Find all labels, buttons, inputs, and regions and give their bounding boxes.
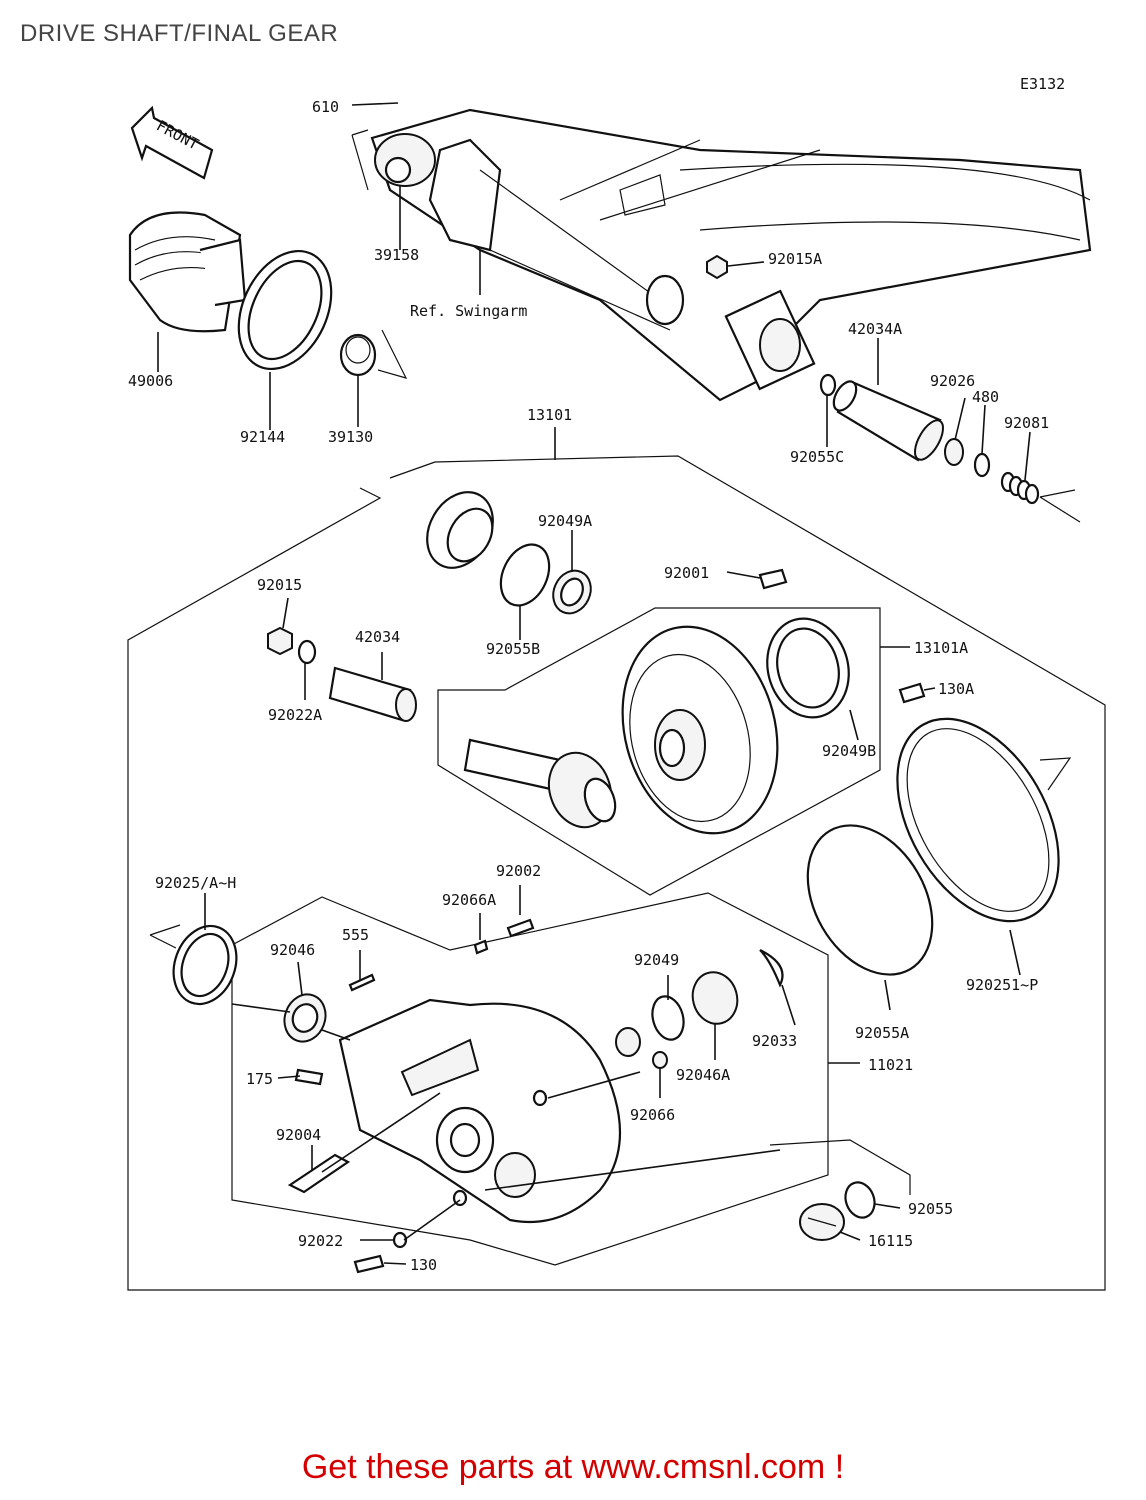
- part-92049b-icon: [766, 617, 850, 719]
- part-ring-gear-icon: [621, 625, 779, 835]
- label-92049: 92049: [634, 951, 679, 969]
- label-92049a: 92049A: [538, 512, 592, 530]
- label-555: 555: [342, 926, 369, 944]
- label-920251-p: 920251~P: [966, 976, 1038, 994]
- part-labels: 610 39158 Ref. Swingarm 92015A 42034A 49…: [128, 98, 1049, 1274]
- label-92001: 92001: [664, 564, 709, 582]
- label-130: 130: [410, 1256, 437, 1274]
- part-final-gear-case-icon: [338, 998, 621, 1224]
- part-92046-icon: [283, 993, 327, 1043]
- part-pinion-gear-icon: [463, 738, 617, 829]
- part-920251-p-icon: [896, 717, 1060, 923]
- part-92144-icon: [237, 249, 333, 371]
- part-130-icon: [353, 1254, 385, 1274]
- label-92022a: 92022A: [268, 706, 322, 724]
- part-92022-icon: [392, 1231, 408, 1249]
- label-92015: 92015: [257, 576, 302, 594]
- part-130a-icon: [898, 682, 926, 704]
- part-92066a-icon: [473, 939, 489, 955]
- label-92049b: 92049B: [822, 742, 876, 760]
- label-42034: 42034: [355, 628, 400, 646]
- label-11021: 11021: [868, 1056, 913, 1074]
- label-175: 175: [246, 1070, 273, 1088]
- label-92066a: 92066A: [442, 891, 496, 909]
- label-92055: 92055: [908, 1200, 953, 1218]
- label-92055a: 92055A: [855, 1024, 909, 1042]
- part-92081-icon: [1000, 471, 1040, 505]
- part-92033-icon: [759, 949, 784, 988]
- part-92046a-icon: [691, 971, 739, 1025]
- swingarm-illustration: [351, 108, 1092, 402]
- label-39158: 39158: [374, 246, 419, 264]
- label-13101a: 13101A: [914, 639, 968, 657]
- part-92066-icon: [652, 1051, 668, 1069]
- label-610: 610: [312, 98, 339, 116]
- assembly-outline-13101a: [437, 607, 881, 896]
- footer-link[interactable]: Get these parts at www.cmsnl.com !: [301, 1448, 845, 1486]
- front-arrow-icon: FRONT: [130, 105, 214, 180]
- label-92033: 92033: [752, 1032, 797, 1050]
- part-480-icon: [973, 452, 991, 478]
- assembly-outline-13101: [127, 455, 1106, 1291]
- label-42034a: 42034A: [848, 320, 902, 338]
- label-92015a: 92015A: [768, 250, 822, 268]
- label-39130: 39130: [328, 428, 373, 446]
- leader-lines: [157, 102, 1031, 1265]
- part-92025-icon: [172, 924, 238, 1006]
- diagram-code: E3132: [1020, 75, 1065, 93]
- part-92001-icon: [758, 568, 788, 590]
- assembly-outline-11021: [231, 892, 829, 1266]
- part-92055b-icon: [499, 543, 551, 607]
- label-ref-swingarm: Ref. Swingarm: [410, 302, 527, 320]
- part-49006-icon: [128, 211, 247, 333]
- page-title: DRIVE SHAFT/FINAL GEAR: [20, 20, 339, 47]
- label-92046: 92046: [270, 941, 315, 959]
- part-39130-icon: [339, 333, 377, 377]
- label-92055c: 92055C: [790, 448, 844, 466]
- part-555-icon: [348, 973, 376, 992]
- part-92002-icon: [506, 918, 535, 938]
- part-92015a-icon: [706, 254, 728, 280]
- part-bearing-icon: [426, 491, 494, 569]
- label-92004: 92004: [276, 1126, 321, 1144]
- part-92055-icon: [844, 1181, 876, 1219]
- part-42034-icon: [328, 666, 417, 722]
- label-92026: 92026: [930, 372, 975, 390]
- label-92144: 92144: [240, 428, 285, 446]
- part-16115-icon: [799, 1203, 845, 1241]
- label-92066: 92066: [630, 1106, 675, 1124]
- part-92049-icon: [651, 995, 685, 1041]
- label-16115: 16115: [868, 1232, 913, 1250]
- part-42034a-icon: [832, 380, 944, 462]
- label-92002: 92002: [496, 862, 541, 880]
- part-92015-icon: [267, 626, 293, 656]
- part-92049a-icon: [552, 569, 592, 615]
- part-92026-icon: [944, 438, 964, 466]
- part-92055c-icon: [819, 373, 837, 397]
- label-13101: 13101: [527, 406, 572, 424]
- part-92022a-icon: [297, 639, 317, 665]
- label-92022: 92022: [298, 1232, 343, 1250]
- part-92055a-icon: [806, 824, 934, 976]
- label-480: 480: [972, 388, 999, 406]
- label-130a: 130A: [938, 680, 974, 698]
- part-175-icon: [294, 1068, 324, 1086]
- label-92046a: 92046A: [676, 1066, 730, 1084]
- exploded-parts-diagram: E3132 FRONT: [127, 75, 1106, 1291]
- label-92025-a-h: 92025/A~H: [155, 874, 236, 892]
- part-bushing-icon: [615, 1027, 641, 1057]
- label-49006: 49006: [128, 372, 173, 390]
- label-92055b: 92055B: [486, 640, 540, 658]
- label-92081: 92081: [1004, 414, 1049, 432]
